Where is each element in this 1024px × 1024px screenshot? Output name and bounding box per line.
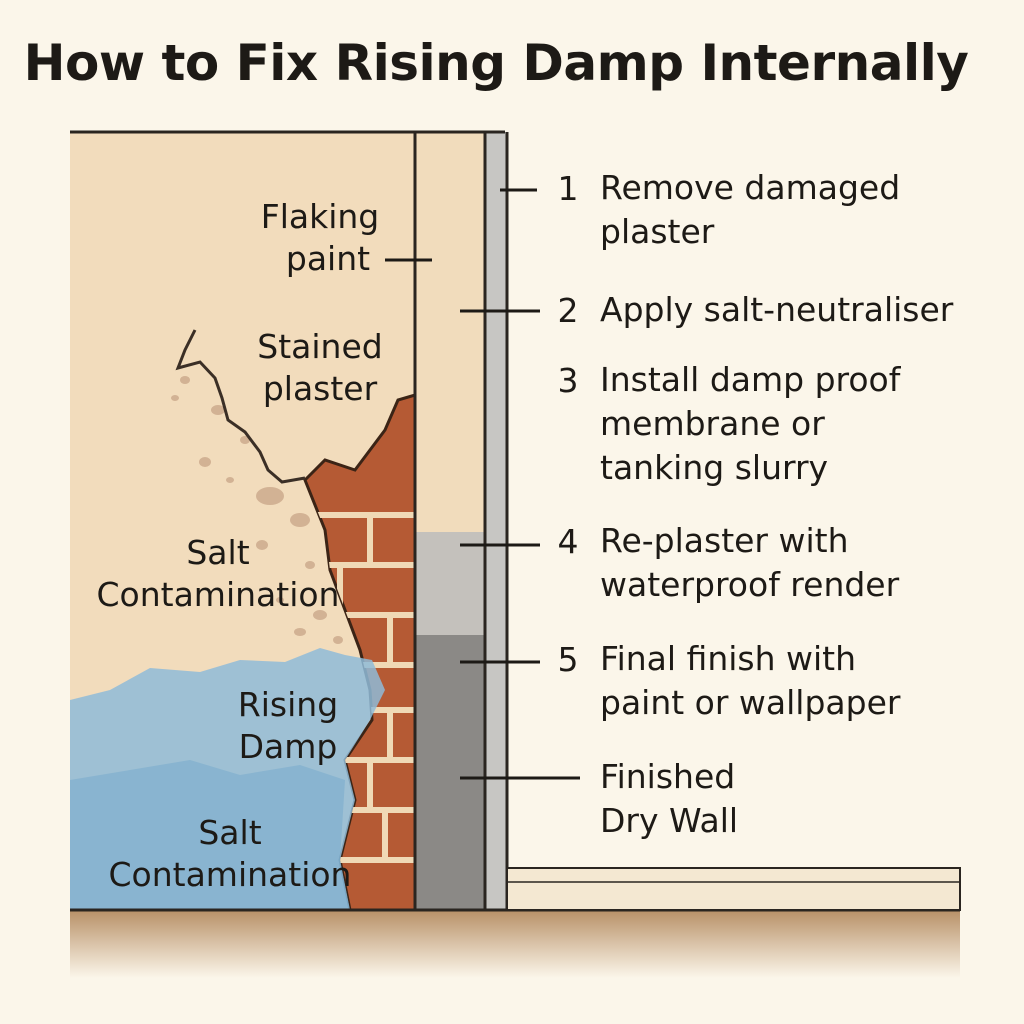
page-title: How to Fix Rising Damp Internally: [23, 34, 969, 92]
step-5-text: Final finish with paint or wallpaper: [600, 639, 901, 722]
plaster-layer: [415, 132, 485, 532]
membrane-layer: [485, 132, 507, 910]
skirting-board: [506, 867, 961, 911]
salt-speckles: [171, 376, 343, 644]
label-salt-contamination-upper: Salt Contamination: [96, 533, 340, 614]
render-layer: [415, 532, 485, 635]
step-1-text: Remove damaged plaster: [600, 168, 901, 251]
rising-damp-area: [70, 648, 385, 910]
step-4-text: Re-plaster with waterproof render: [600, 521, 900, 604]
step-2-number: 2: [557, 291, 579, 330]
step-3-text: Install damp proof membrane or tanking s…: [600, 360, 901, 487]
step-5-number: 5: [557, 640, 579, 679]
finished-dry-wall-label: Finished Dry Wall: [600, 757, 739, 840]
plaster-crack: [175, 329, 306, 484]
label-rising-damp: Rising Damp: [237, 685, 339, 766]
step-1-number: 1: [557, 169, 579, 208]
step-3-number: 3: [557, 361, 579, 400]
label-salt-contamination-lower: Salt Contamination: [108, 813, 352, 894]
step-4-number: 4: [557, 522, 579, 561]
label-flaking-paint: Flaking paint: [260, 197, 380, 278]
label-stained-plaster: Stained plaster: [257, 327, 383, 408]
finish-layer: [415, 635, 485, 910]
step-2-text: Apply salt-neutraliser: [600, 290, 954, 329]
floor: [70, 908, 960, 978]
